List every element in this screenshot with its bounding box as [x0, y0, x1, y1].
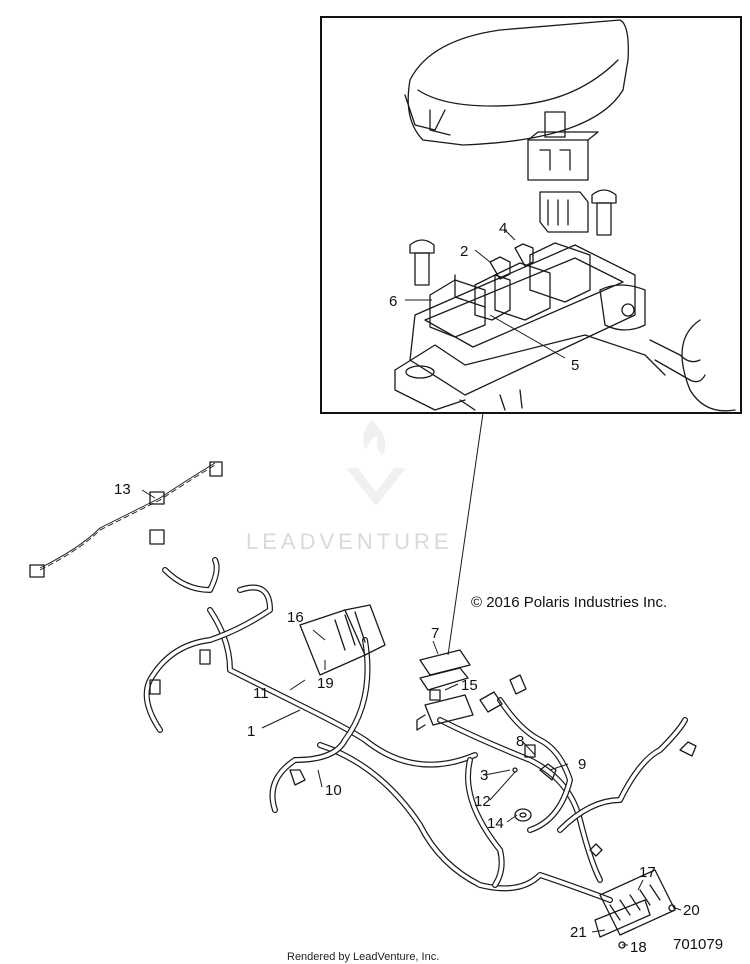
leader-2	[474, 249, 491, 263]
callout-1: 1	[247, 723, 255, 740]
callout-18: 18	[630, 939, 647, 956]
fuse-box-base	[394, 244, 666, 411]
fuse-set	[539, 191, 589, 233]
leader-5	[489, 314, 566, 359]
callout-14: 14	[487, 815, 504, 832]
callout-15: 15	[461, 677, 478, 694]
callout-6: 6	[389, 293, 397, 310]
wire-harness	[143, 557, 688, 903]
battery-leads	[649, 319, 736, 412]
callout-12: 12	[474, 793, 491, 810]
callout-5: 5	[571, 357, 579, 374]
callout-21: 21	[570, 924, 587, 941]
fuse-box-assembly	[416, 649, 474, 731]
sub-harness-13	[29, 461, 223, 578]
copyright-text: © 2016 Polaris Industries Inc.	[471, 594, 667, 611]
callout-13: 13	[114, 481, 131, 498]
watermark-text: LEADVENTURE	[246, 529, 453, 554]
callout-20: 20	[683, 902, 700, 919]
voltage-regulator-17	[594, 869, 676, 949]
fuse-block	[527, 111, 599, 181]
detail-inset-frame	[320, 16, 742, 414]
small-parts	[149, 649, 697, 857]
callout-7: 7	[431, 625, 439, 642]
diagram-number: 701079	[673, 936, 723, 953]
footer-text: Rendered by LeadVenture, Inc.	[287, 951, 439, 963]
fuse-box-cover	[404, 19, 629, 146]
callout-19: 19	[317, 675, 334, 692]
callout-11: 11	[253, 685, 269, 702]
leader-lines	[141, 489, 682, 946]
ecu-module-16	[299, 604, 386, 676]
callout-9: 9	[578, 756, 586, 773]
callout-10: 10	[325, 782, 342, 799]
inset-connector-line	[447, 412, 484, 656]
callout-3: 3	[480, 767, 488, 784]
callout-8: 8	[516, 733, 524, 750]
callout-16: 16	[287, 609, 304, 626]
callout-17: 17	[639, 864, 656, 881]
callout-4: 4	[499, 220, 507, 237]
callout-2: 2	[460, 243, 468, 260]
leader-4	[504, 229, 516, 241]
watermark-logo	[346, 420, 406, 506]
relays	[429, 242, 591, 338]
bolts	[409, 189, 617, 286]
